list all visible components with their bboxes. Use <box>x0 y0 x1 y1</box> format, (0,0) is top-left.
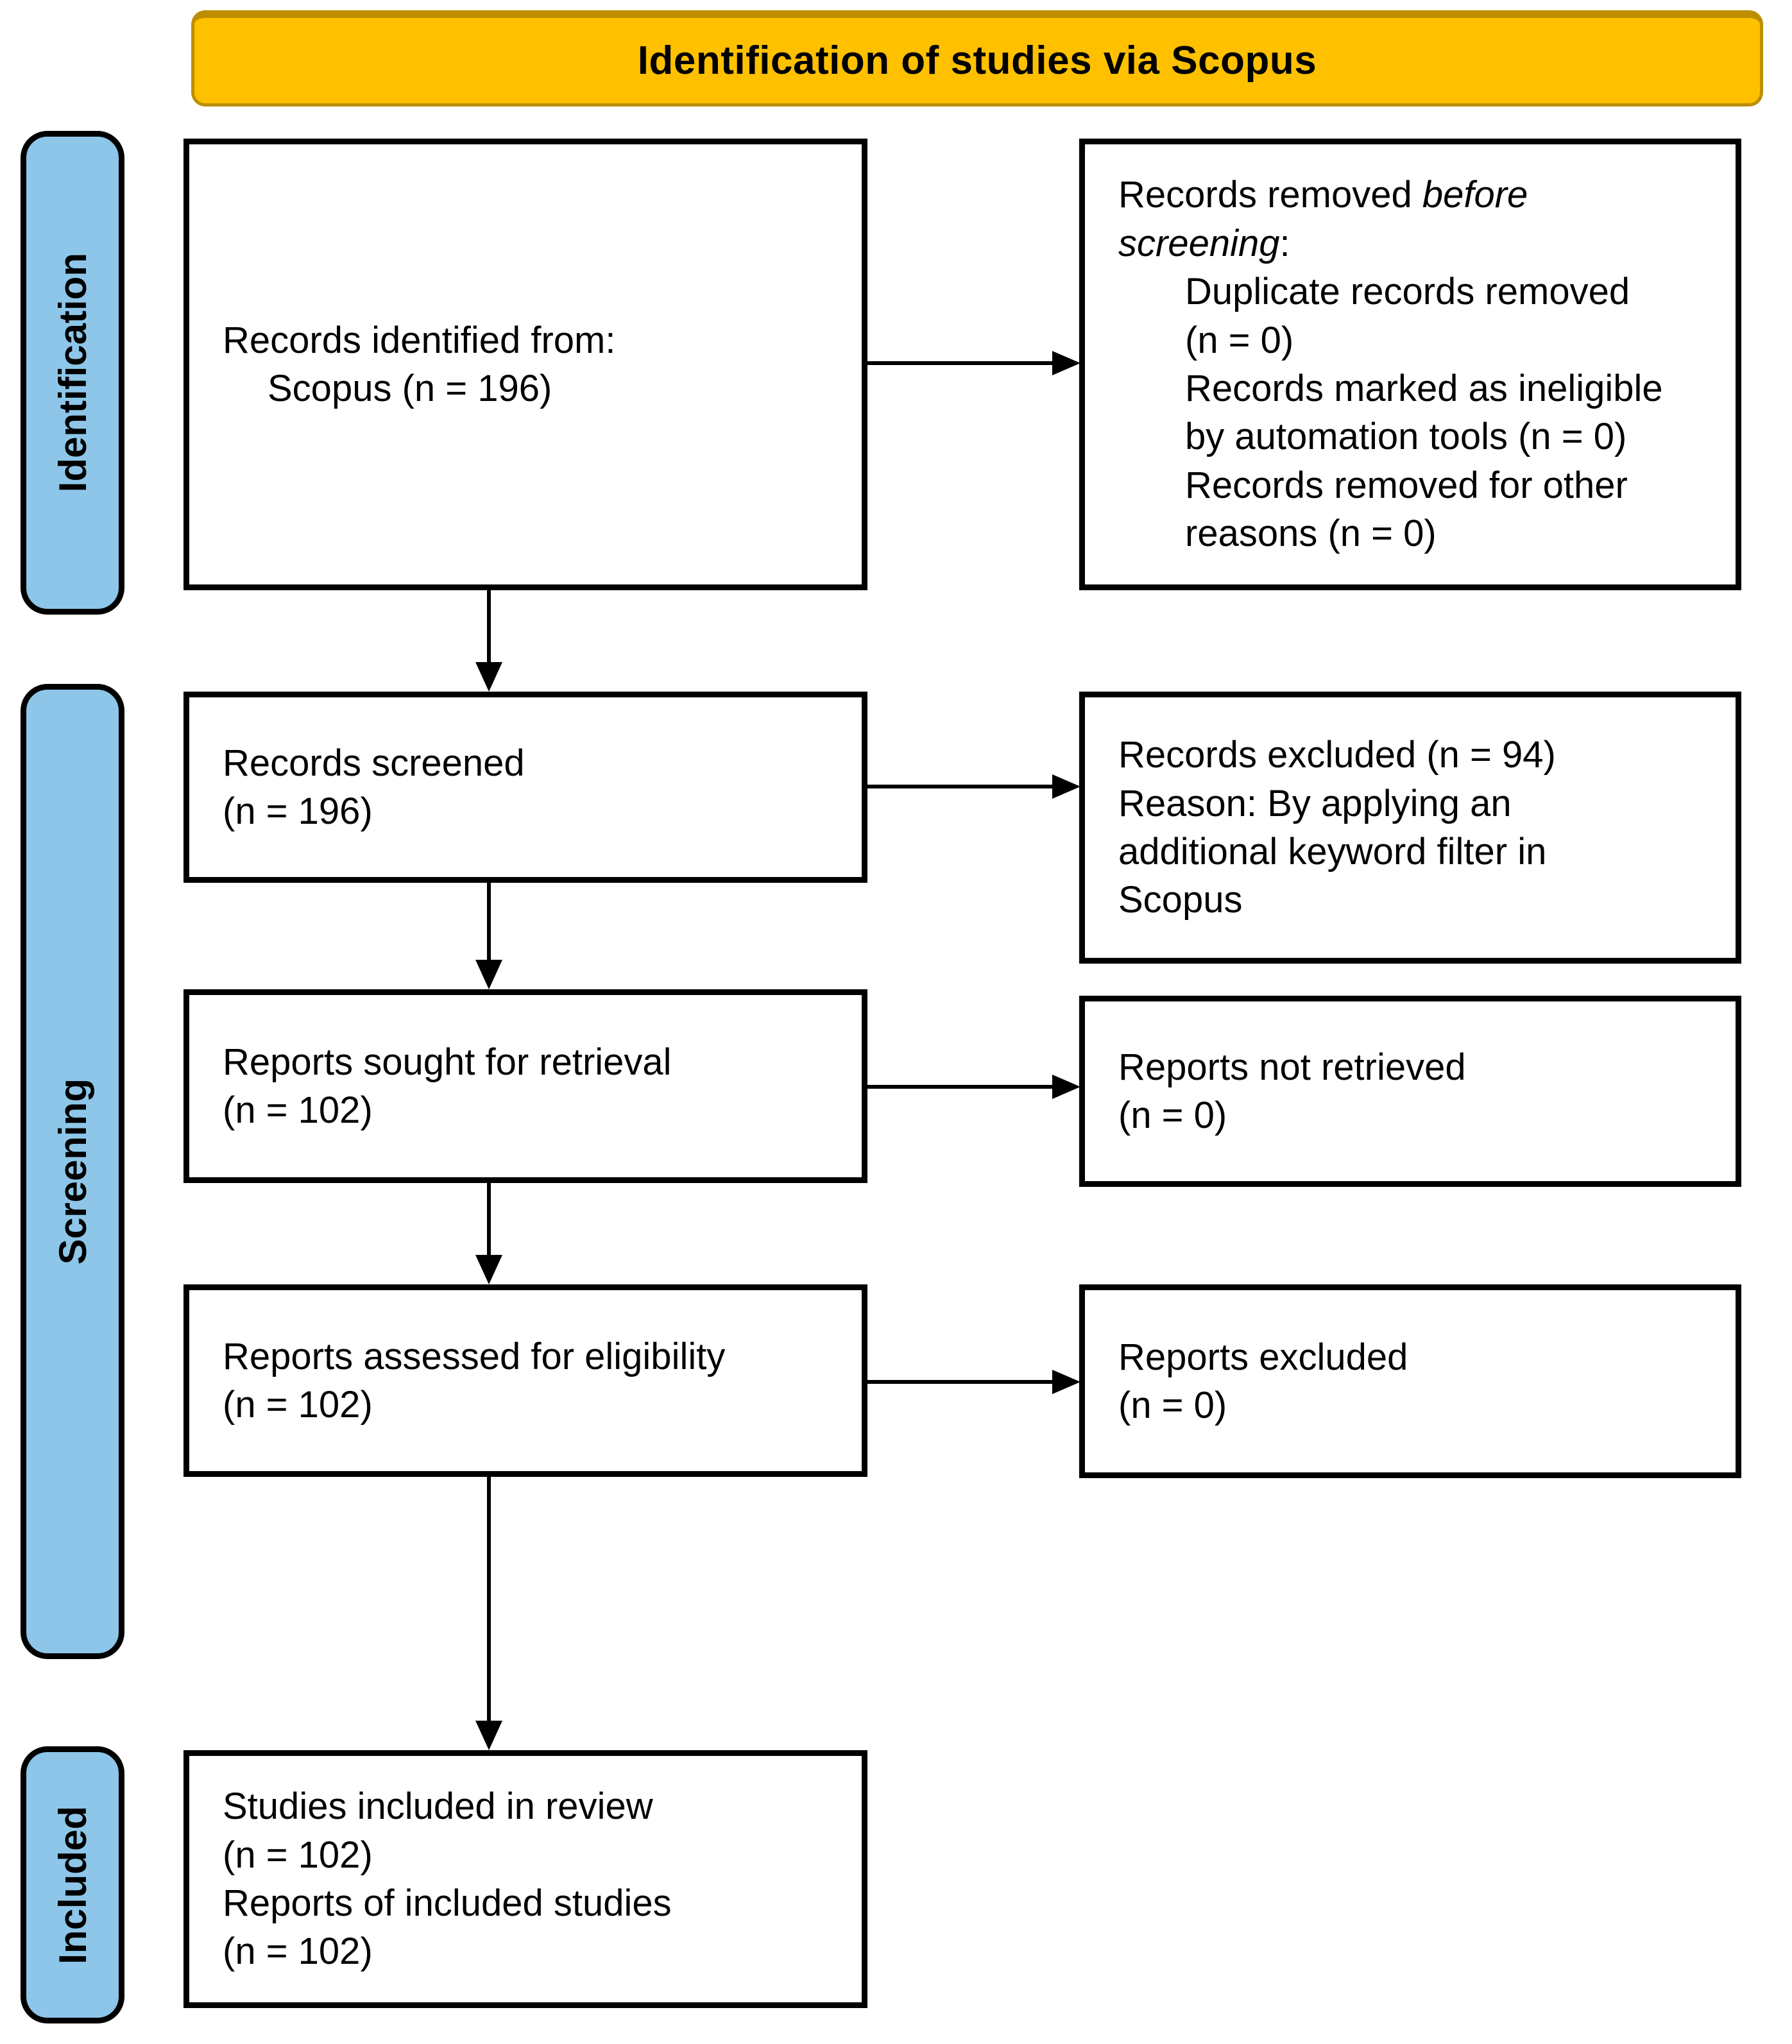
arrowhead-right-icon <box>1052 1075 1080 1099</box>
header-title: Identification of studies via Scopus <box>637 38 1317 83</box>
header-banner: Identification of studies via Scopus <box>191 10 1763 106</box>
box-line: Scopus <box>1118 879 1243 921</box>
arrow-assessed-to-reports-excluded <box>867 1370 1080 1394</box>
box-line: (n = 102) <box>223 1834 373 1876</box>
arrow-screened-to-sought <box>475 883 502 989</box>
box-line: Reports excluded <box>1118 1336 1408 1378</box>
box-line: Records identified from: <box>223 319 616 361</box>
box-line: (n = 102) <box>223 1930 373 1973</box>
box-line: Studies included in review <box>223 1785 653 1828</box>
arrowhead-right-icon <box>1052 774 1080 799</box>
stage-bar-identification: Identification <box>21 131 124 615</box>
box-line: Duplicate records removed <box>1185 271 1630 313</box>
box-line: Records excluded (n = 94) <box>1118 734 1556 776</box>
box-line: (n = 102) <box>223 1089 373 1131</box>
box-reports-sought: Reports sought for retrieval (n = 102) <box>183 989 867 1183</box>
box-line: Scopus (n = 196) <box>268 368 552 409</box>
text-segment-italic: screening <box>1118 222 1280 264</box>
box-reports-assessed: Reports assessed for eligibility (n = 10… <box>183 1284 867 1477</box>
box-line: screening: <box>1118 219 1723 268</box>
box-line: (n = 196) <box>223 790 373 832</box>
box-studies-included: Studies included in review (n = 102) Rep… <box>183 1750 867 2008</box>
box-line: by automation tools (n = 0) <box>1185 416 1627 458</box>
box-records-removed: Records removed before screening: Duplic… <box>1079 139 1741 590</box>
box-line: Reports sought for retrieval <box>223 1041 672 1083</box>
box-line: (n = 0) <box>1118 1384 1227 1426</box>
text-segment: Records removed <box>1118 174 1422 216</box>
box-records-screened: Records screened (n = 196) <box>183 692 867 883</box>
text-segment: : <box>1279 222 1290 264</box>
box-records-identified: Records identified from: Scopus (n = 196… <box>183 139 867 590</box>
box-line: (n = 0) <box>1185 319 1294 361</box>
box-line: Records removed for other <box>1185 464 1628 506</box>
box-line: Reports of included studies <box>223 1882 672 1924</box>
text-segment-italic: before <box>1422 174 1528 216</box>
arrowhead-right-icon <box>1052 1370 1080 1394</box>
box-line: Records removed before <box>1118 171 1723 219</box>
arrow-sought-to-assessed <box>475 1183 502 1284</box>
stage-bar-included: Included <box>21 1746 124 2023</box>
box-line: Reports not retrieved <box>1118 1046 1466 1088</box>
box-line: Records screened <box>223 742 525 784</box>
arrowhead-down-icon <box>475 662 502 692</box>
stage-label-included: Included <box>51 1805 94 1964</box>
arrow-sought-to-not-retrieved <box>867 1075 1080 1099</box>
arrow-screened-to-excluded <box>867 774 1080 799</box>
arrowhead-down-icon <box>475 1255 502 1284</box>
box-records-excluded: Records excluded (n = 94) Reason: By app… <box>1079 692 1741 964</box>
box-line: (n = 0) <box>1118 1094 1227 1136</box>
box-line: additional keyword filter in <box>1118 831 1547 873</box>
stage-label-identification: Identification <box>51 253 94 493</box>
box-line: Reports assessed for eligibility <box>223 1335 726 1377</box>
arrowhead-right-icon <box>1052 351 1080 375</box>
arrow-assessed-to-included <box>475 1477 502 1750</box>
arrow-identified-to-screened <box>475 590 502 692</box>
box-reports-excluded: Reports excluded (n = 0) <box>1079 1284 1741 1478</box>
box-line: (n = 102) <box>223 1384 373 1426</box>
stage-bar-screening: Screening <box>21 684 124 1659</box>
arrowhead-down-icon <box>475 1721 502 1750</box>
box-line: Reason: By applying an <box>1118 782 1512 824</box>
arrowhead-down-icon <box>475 960 502 989</box>
arrow-identified-to-removed <box>867 351 1080 375</box>
box-line: reasons (n = 0) <box>1185 513 1437 555</box>
stage-label-screening: Screening <box>51 1078 94 1265</box>
box-line: Records marked as ineligible <box>1185 368 1663 409</box>
box-reports-not-retrieved: Reports not retrieved (n = 0) <box>1079 996 1741 1187</box>
